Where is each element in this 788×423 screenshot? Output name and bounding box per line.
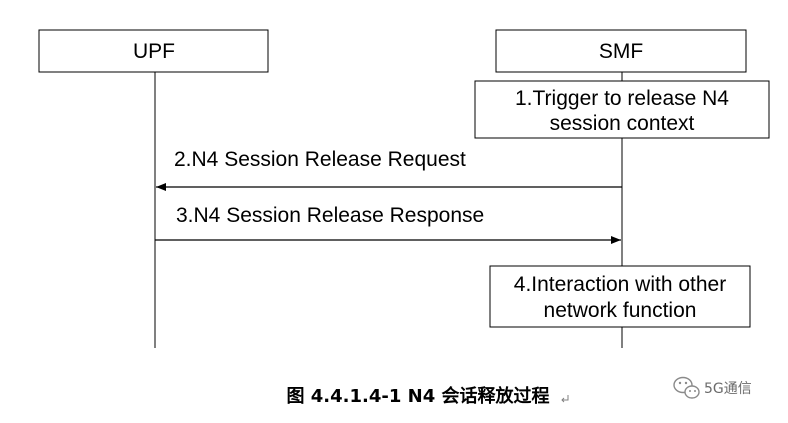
step-trigger: 1.Trigger to release N4 session context bbox=[474, 80, 770, 139]
return-mark-icon bbox=[561, 395, 569, 403]
trigger-line2: session context bbox=[550, 112, 695, 135]
interaction-line1: 4.Interaction with other bbox=[514, 273, 726, 296]
watermark: 5G通信 bbox=[673, 376, 752, 399]
smf-box bbox=[495, 29, 747, 73]
figure-caption: 图 4.4.1.4-1 N4 会话释放过程 bbox=[287, 385, 550, 407]
response-label: 3.N4 Session Release Response bbox=[176, 204, 484, 227]
upf-participant: UPF bbox=[38, 29, 269, 73]
interaction-line2: network function bbox=[544, 299, 697, 322]
upf-box bbox=[38, 29, 269, 73]
message-response: 3.N4 Session Release Response bbox=[155, 204, 621, 244]
request-label: 2.N4 Session Release Request bbox=[174, 148, 466, 171]
message-request: 2.N4 Session Release Request bbox=[156, 148, 622, 191]
trigger-box bbox=[474, 80, 770, 139]
trigger-line1: 1.Trigger to release N4 bbox=[515, 87, 729, 110]
watermark-label: 5G通信 bbox=[704, 381, 752, 397]
smf-label: SMF bbox=[599, 40, 643, 63]
wechat-icon bbox=[673, 376, 700, 399]
upf-label: UPF bbox=[133, 40, 175, 63]
smf-participant: SMF bbox=[495, 29, 747, 73]
interaction-box bbox=[489, 265, 751, 328]
step-interaction: 4.Interaction with other network functio… bbox=[489, 265, 751, 328]
